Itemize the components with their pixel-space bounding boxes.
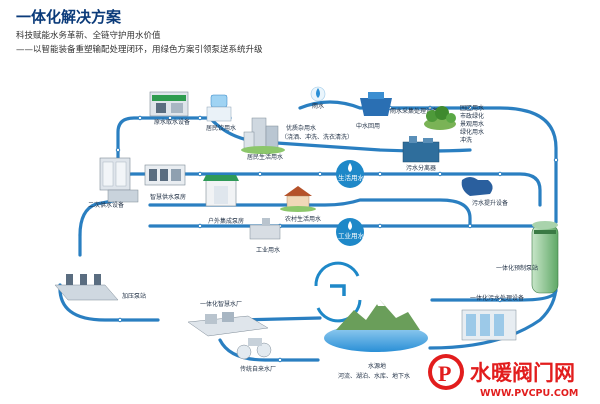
integrated-pump-label: 一体化预制泵站 bbox=[496, 264, 538, 272]
rain-device-label: 雨水采集处理设备 bbox=[390, 107, 438, 115]
domestic-water-bubble: 生活用水 bbox=[336, 160, 365, 188]
rural-water-label: 农村生活用水 bbox=[285, 215, 321, 223]
drinking-water-label: 居民饮用水 bbox=[206, 124, 236, 132]
watermark-logo-letter: P bbox=[438, 361, 451, 386]
raw-water-equipment-illustration bbox=[149, 91, 189, 117]
watermark-logo: P bbox=[428, 354, 464, 390]
subtitle-line-2: ——以智能装备重塑输配处理闭环，用绿色方案引领泵送系统升级 bbox=[16, 45, 263, 55]
rain-drop-icon bbox=[310, 86, 326, 102]
secondary-supply-label: 二次供水设备 bbox=[88, 201, 124, 209]
smart-pump-room-label: 智慧供水泵房 bbox=[150, 193, 186, 201]
landscape-use-2: 市政绿化 bbox=[460, 112, 484, 120]
sewage-treatment-illustration bbox=[461, 309, 517, 341]
recycle-faucet-icon bbox=[314, 261, 362, 323]
rural-house-illustration bbox=[280, 186, 316, 212]
subtitle-line-1: 科技赋能水务革新、全链守护用水价值 bbox=[16, 31, 161, 41]
landscape-use-1: 园区用水 bbox=[460, 104, 484, 112]
watermark-text: 水暖阀门网 bbox=[470, 361, 575, 385]
water-dispenser-illustration bbox=[206, 94, 232, 122]
sewage-lift-illustration bbox=[461, 177, 493, 196]
landscape-use-3: 景观用水 bbox=[460, 120, 484, 128]
page-title: 一体化解决方案 bbox=[16, 8, 122, 26]
pipe-flanges bbox=[115, 105, 559, 363]
industrial-water-bubble-text: 工业用水 bbox=[338, 231, 365, 240]
sewage-separator-label: 污水分离器 bbox=[406, 164, 436, 172]
landscape-use-5: 冲洗 bbox=[460, 136, 472, 144]
traditional-plant-label: 传统自来水厂 bbox=[240, 365, 276, 373]
quality-use-label: 优质杂用水 bbox=[286, 124, 316, 132]
residential-buildings-illustration bbox=[241, 117, 285, 154]
raw-water-equipment-label: 原水取水设备 bbox=[154, 118, 190, 126]
smart-pump-room-illustration bbox=[144, 164, 186, 186]
industrial-building-illustration bbox=[249, 218, 281, 240]
quality-use-detail: （浇洒、冲洗、洗衣清洗） bbox=[281, 133, 353, 141]
water-source-illustration bbox=[324, 300, 428, 352]
sewage-lift-label: 污水提升设备 bbox=[472, 199, 508, 207]
industrial-water-label: 工业用水 bbox=[256, 246, 280, 254]
integrated-pump-tank-illustration bbox=[531, 221, 559, 294]
smart-water-plant-illustration bbox=[187, 312, 269, 337]
rain-collection-illustration bbox=[360, 92, 392, 116]
landscape-use-4: 绿化用水 bbox=[460, 128, 484, 136]
outdoor-pump-box-label: 户外集成泵房 bbox=[208, 217, 244, 225]
landscape-trees-illustration bbox=[424, 106, 456, 130]
sewage-separator-illustration bbox=[402, 136, 440, 163]
industrial-water-bubble: 工业用水 bbox=[336, 218, 365, 246]
rain-label: 雨水 bbox=[312, 102, 324, 110]
outdoor-pump-box-illustration bbox=[203, 175, 239, 207]
booster-station-label: 加压泵站 bbox=[122, 292, 146, 300]
sewage-treatment-label: 一体化污水处理设备 bbox=[470, 294, 524, 302]
booster-station-illustration bbox=[54, 274, 119, 301]
reclaimed-water-label: 中水回用 bbox=[356, 122, 380, 130]
domestic-water-bubble-text: 生活用水 bbox=[338, 173, 365, 182]
traditional-plant-illustration bbox=[236, 338, 272, 360]
watermark-url: WWW.PVCPU.COM bbox=[480, 388, 578, 399]
smart-plant-label: 一体化智慧水厂 bbox=[200, 300, 242, 308]
secondary-supply-illustration bbox=[99, 157, 139, 203]
water-source-detail: 河流、湖泊、水库、地下水 bbox=[338, 372, 410, 380]
residential-water-label: 居民生活用水 bbox=[247, 153, 283, 161]
water-source-label: 水源地 bbox=[368, 362, 386, 370]
